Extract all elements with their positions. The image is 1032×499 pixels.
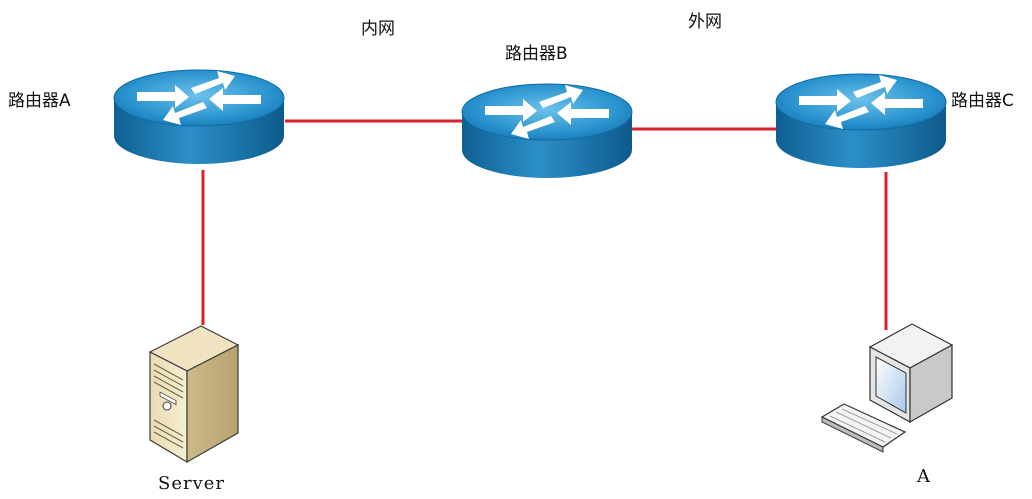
router-b-icon	[461, 83, 633, 179]
client-a-label: A	[917, 466, 931, 487]
workstation-icon	[820, 323, 954, 453]
server-label: Server	[158, 473, 226, 494]
inner-network-label: 内网	[361, 19, 395, 39]
server-icon	[148, 325, 240, 464]
router-c-icon	[775, 73, 947, 169]
router-b-label: 路由器B	[505, 44, 568, 64]
router-c-label: 路由器C	[951, 91, 1014, 111]
outer-network-label: 外网	[688, 12, 722, 32]
router-a-label: 路由器A	[8, 91, 71, 111]
links	[201, 119, 888, 330]
router-a-icon	[113, 69, 285, 165]
